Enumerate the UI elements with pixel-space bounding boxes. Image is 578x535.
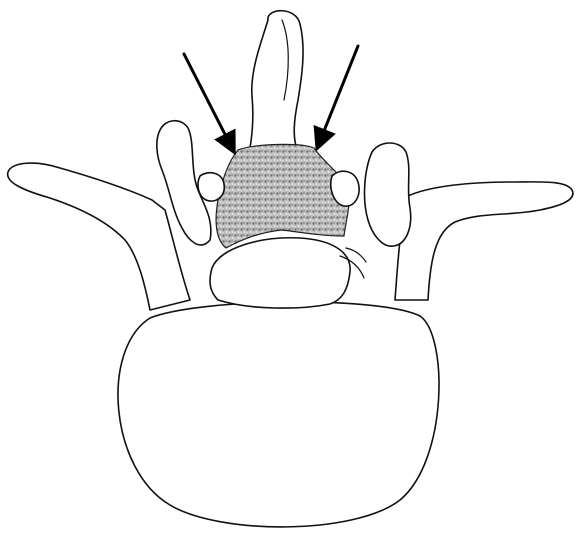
spinous-process	[248, 11, 303, 158]
vertebral-body	[118, 302, 439, 527]
pedicle-ring	[210, 238, 350, 308]
left-arrow	[184, 54, 233, 150]
left-transverse-process	[8, 163, 190, 310]
right-transverse-process	[395, 182, 573, 300]
right-articular-process	[365, 143, 411, 246]
left-facet-detail	[198, 173, 224, 201]
lamina-stippled-region	[216, 144, 349, 248]
right-arrow	[318, 46, 358, 146]
